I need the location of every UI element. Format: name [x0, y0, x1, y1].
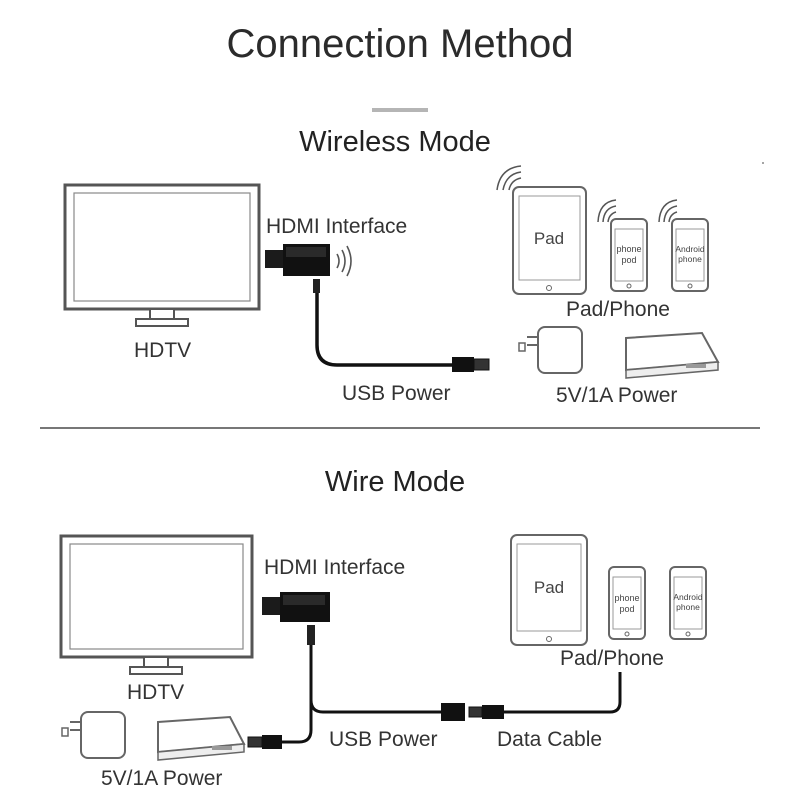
power-bank-icon [625, 331, 720, 379]
phone-icon: Android phone [669, 566, 707, 640]
section-divider [40, 427, 760, 429]
wire-hdmi-label: HDMI Interface [264, 556, 406, 579]
wireless-mode-heading: Wireless Mode [299, 126, 491, 158]
hdmi-dongle-icon [265, 244, 330, 276]
svg-text:phone: phone [616, 244, 641, 254]
phone-icon: phone pod [610, 218, 648, 292]
tv-icon [59, 534, 254, 675]
wireless-power-label: 5V/1A Power [556, 384, 678, 407]
wireless-pad-phone-label: Pad/Phone [566, 298, 670, 321]
tablet-icon: Pad [510, 534, 588, 646]
svg-text:Pad: Pad [534, 578, 564, 597]
data-cable-line [504, 672, 622, 714]
wifi-signal-icon [658, 199, 678, 223]
svg-text:pod: pod [619, 604, 634, 614]
wifi-signal-icon [336, 245, 352, 277]
page-title: Connection Method [226, 22, 574, 66]
phone-icon: phone pod [608, 566, 646, 640]
wireless-hdtv-label: HDTV [134, 339, 192, 362]
usb-cable [282, 660, 313, 744]
usb-connector-icon [307, 625, 315, 645]
svg-text:phone: phone [676, 602, 700, 612]
tv-icon [63, 183, 261, 327]
power-bank-icon [157, 715, 246, 761]
wire-mode-heading: Wire Mode [324, 466, 466, 498]
usb-plug-icon [247, 735, 282, 749]
hdmi-dongle-icon [262, 592, 330, 622]
power-adapter-icon [518, 326, 583, 374]
svg-text:Android: Android [673, 592, 703, 602]
wire-usb-label: USB Power [329, 728, 438, 751]
wire-power-label: 5V/1A Power [101, 767, 223, 790]
wire-pad-phone-label: Pad/Phone [560, 647, 664, 670]
wireless-usb-label: USB Power [342, 382, 451, 405]
phone-icon: Android phone [671, 218, 709, 292]
usb-plug-icon [452, 357, 490, 372]
tablet-screen-label: Pad [534, 229, 564, 248]
wireless-hdmi-label: HDMI Interface [266, 215, 408, 238]
data-cable-line [309, 645, 445, 714]
wire-hdtv-label: HDTV [127, 681, 185, 704]
svg-text:Android: Android [675, 244, 705, 254]
wire-data-cable-label: Data Cable [497, 728, 603, 751]
power-adapter-icon [61, 711, 126, 759]
svg-text:pod: pod [621, 255, 636, 265]
wifi-signal-icon [597, 199, 617, 223]
svg-text:phone: phone [614, 593, 639, 603]
usb-plug-icon [441, 703, 504, 721]
speck-dot [762, 162, 764, 164]
svg-text:phone: phone [678, 254, 702, 264]
wifi-signal-icon [496, 165, 522, 191]
tablet-icon: Pad [512, 186, 587, 295]
title-accent-bar [372, 108, 428, 112]
usb-cable [315, 293, 455, 367]
usb-connector-icon [313, 279, 320, 293]
